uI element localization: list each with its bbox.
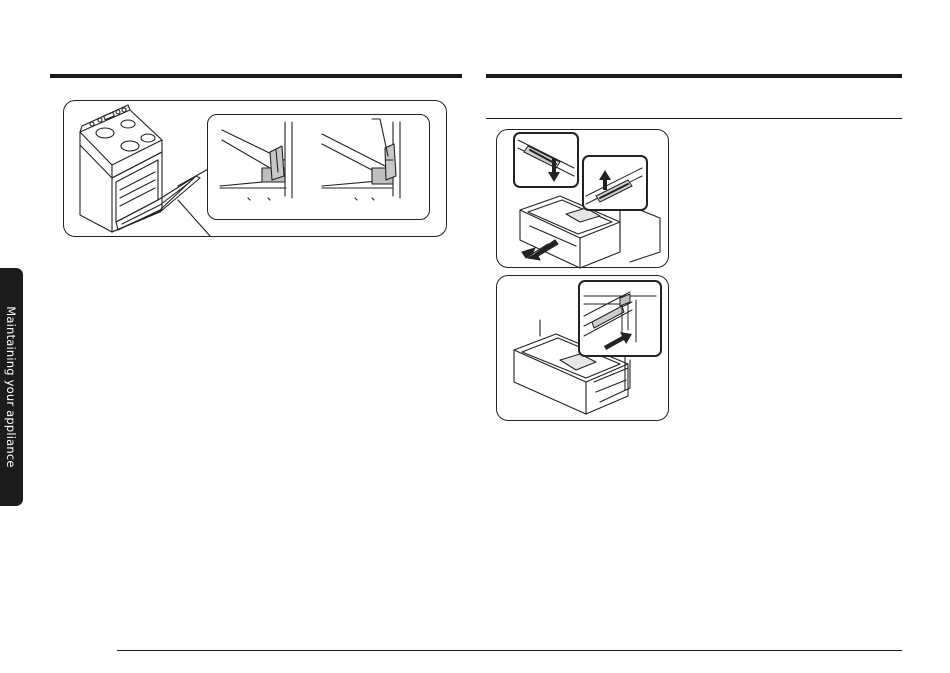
rail-alignment-inset — [579, 281, 661, 356]
